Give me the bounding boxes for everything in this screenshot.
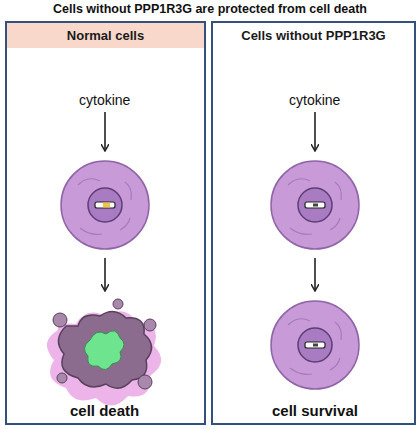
cell: [61, 161, 149, 249]
cell: [271, 161, 359, 249]
panel-heading: Cells without PPP1R3G: [213, 23, 414, 48]
figure-title: Cells without PPP1R3G are protected from…: [0, 2, 420, 16]
panel: Cells without PPP1R3G: [211, 21, 416, 425]
outcome-label: cell survival: [272, 402, 358, 419]
outcome-label: cell death: [70, 402, 139, 419]
surviving-cell: [271, 301, 359, 389]
panel: Normal cells: [5, 21, 206, 425]
panel-heading: Normal cells: [7, 23, 204, 48]
stimulus-label: cytokine: [289, 92, 340, 108]
dying-cell: [47, 299, 161, 406]
stimulus-label: cytokine: [79, 92, 130, 108]
